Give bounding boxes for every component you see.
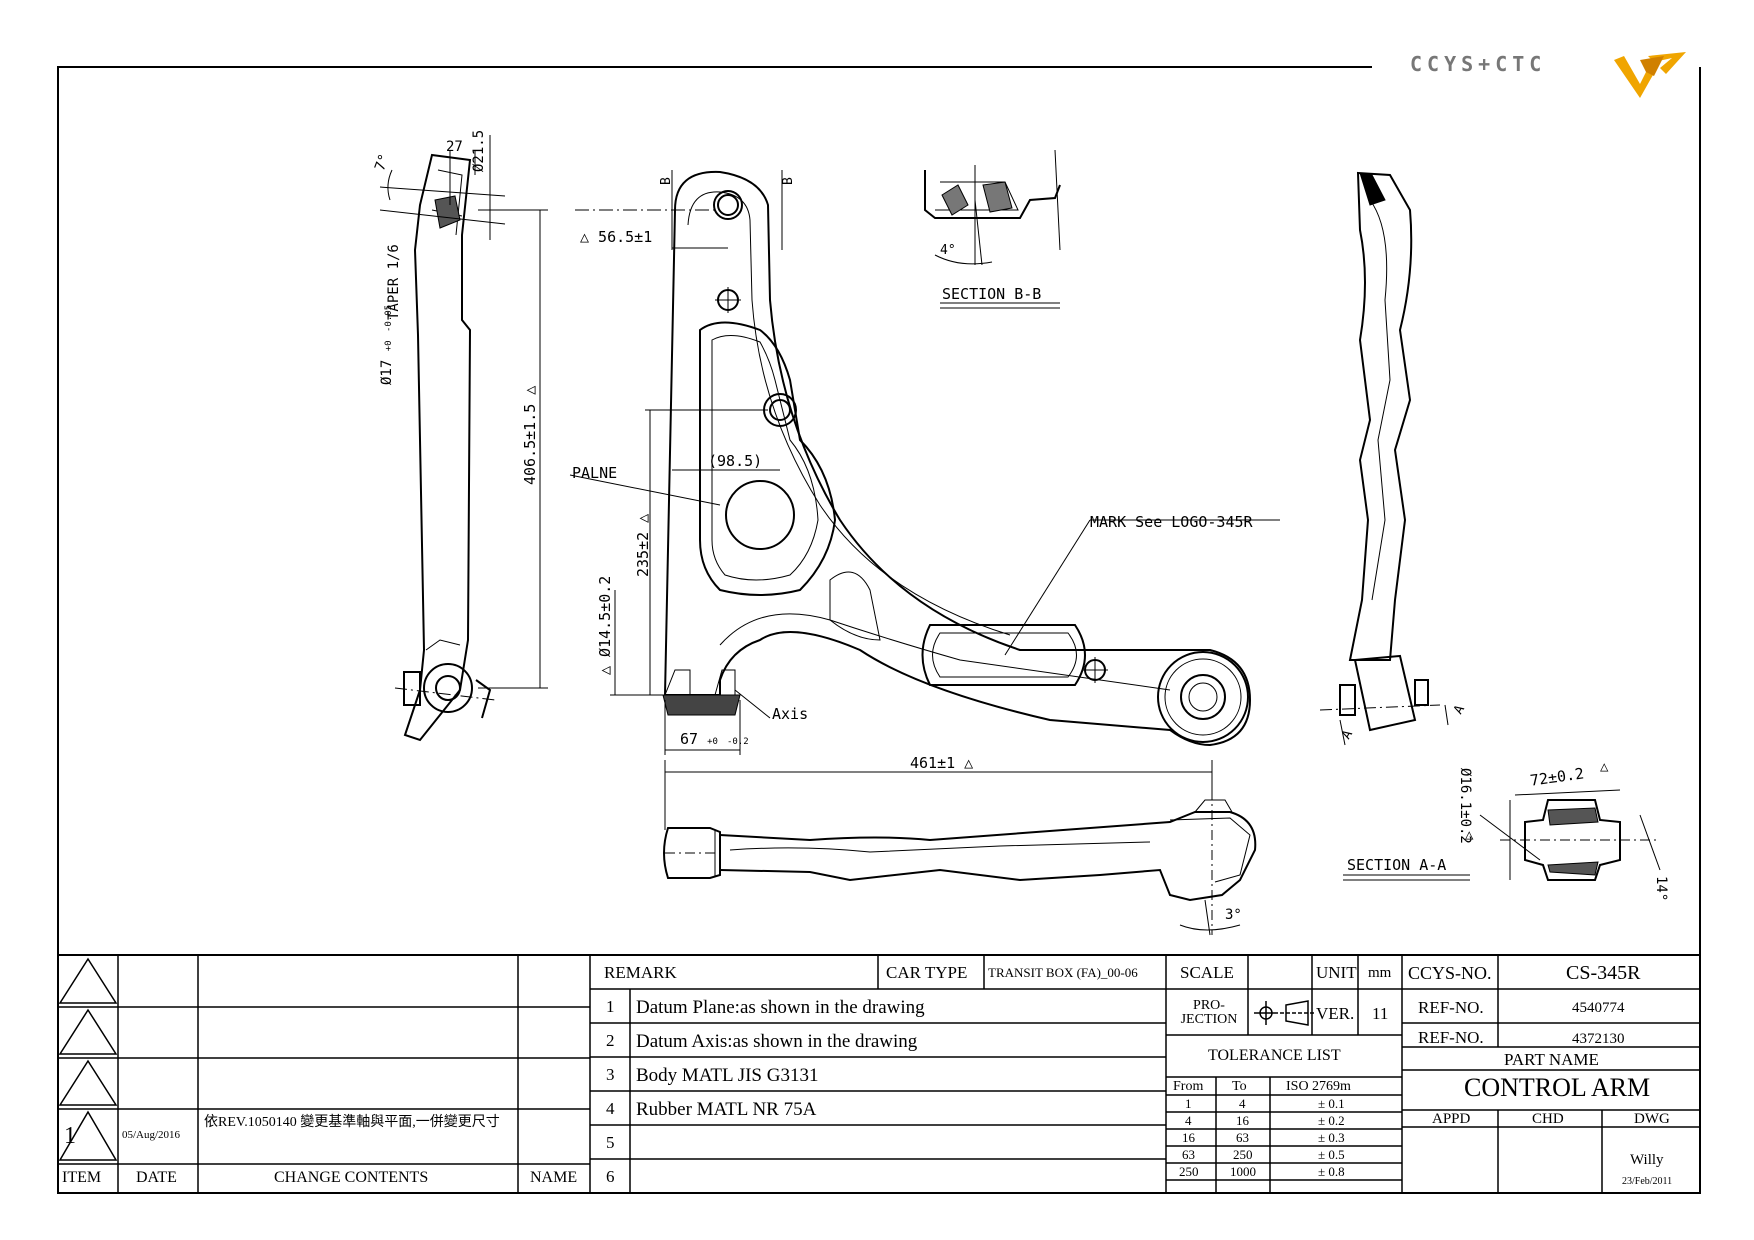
tol-5-value: ± 0.8	[1318, 1164, 1345, 1179]
dim-67-value: 67	[680, 730, 699, 748]
header-name: NAME	[530, 1169, 578, 1186]
remark-3-text: Body MATL JIS G3131	[636, 1065, 819, 1086]
tol-4-to: 250	[1233, 1147, 1253, 1162]
dim-72-tri: △	[1600, 759, 1609, 775]
remark-3-num: 3	[606, 1065, 615, 1084]
tol-3-to: 63	[1236, 1130, 1249, 1145]
section-bb-view	[924, 149, 1061, 309]
title-block: 1 05/Aug/2016 依REV.1050140 變更基準軸與平面,一併變更…	[58, 955, 1700, 1193]
section-mark-b1: B	[659, 177, 674, 185]
dwg-label: DWG	[1634, 1111, 1670, 1127]
dim-27: 27	[446, 139, 463, 155]
title-block-grid	[58, 955, 1700, 1193]
drawn-date: 23/Feb/2011	[1622, 1176, 1673, 1187]
section-aa-label: SECTION A-A	[1347, 856, 1447, 874]
ver-value: 11	[1372, 1004, 1389, 1023]
remark-2-num: 2	[606, 1031, 615, 1050]
dim-4deg: 4°	[940, 243, 956, 258]
dim-67-tol-up: +0	[707, 737, 718, 747]
ref-no-2-label: REF-NO.	[1418, 1028, 1484, 1047]
dim-98-5: (98.5)	[708, 452, 763, 470]
dim-67: 67 +0 -0.2	[680, 732, 749, 747]
company-logo-text: CCYS+CTC	[1410, 52, 1547, 76]
section-mark-b2: B	[781, 177, 796, 185]
drawer-name: Willy	[1630, 1152, 1664, 1168]
tol-4-value: ± 0.5	[1318, 1147, 1345, 1162]
dim-235: 235±2 △	[634, 513, 652, 577]
ref-no-2-value: 4372130	[1572, 1031, 1625, 1047]
tol-2-to: 16	[1236, 1113, 1249, 1128]
mark-logo-label: MARK See LOGO-345R	[1090, 513, 1253, 531]
part-name-value: CONTROL ARM	[1464, 1073, 1651, 1102]
scale-label: SCALE	[1180, 963, 1234, 982]
palne-label: PALNE	[572, 464, 618, 482]
dim-d17-value: Ø17	[379, 359, 395, 385]
remark-4-text: Rubber MATL NR 75A	[636, 1099, 817, 1120]
tol-1-value: ± 0.1	[1318, 1096, 1345, 1111]
dim-d17-tol-dn: -0.05	[384, 304, 394, 332]
dim-461: 461±1 △	[910, 754, 974, 772]
company-logo-icon	[1614, 52, 1686, 98]
remark-1-text: Datum Plane:as shown in the drawing	[636, 997, 925, 1018]
header-date: DATE	[136, 1169, 177, 1186]
remark-2-text: Datum Axis:as shown in the drawing	[636, 1031, 918, 1052]
dim-406-5: 406.5±1.5 △	[521, 385, 539, 485]
tol-3-value: ± 0.3	[1318, 1130, 1345, 1145]
front-view	[569, 170, 1280, 755]
dim-3deg: 3°	[1225, 907, 1242, 923]
section-aa-view	[1343, 789, 1661, 881]
tol-2-value: ± 0.2	[1318, 1113, 1345, 1128]
remark-label: REMARK	[604, 963, 677, 982]
part-name-label: PART NAME	[1504, 1050, 1599, 1069]
tolerance-title: TOLERANCE LIST	[1208, 1047, 1341, 1064]
tol-5-to: 1000	[1230, 1164, 1256, 1179]
dim-d17: Ø17 +0 -0.05	[379, 304, 395, 385]
header-item: ITEM	[62, 1169, 102, 1186]
header-change-contents: CHANGE CONTENTS	[274, 1169, 429, 1186]
unit-value: mm	[1368, 965, 1392, 981]
tol-5-from: 250	[1179, 1164, 1199, 1179]
tol-4-from: 63	[1182, 1147, 1195, 1162]
ccys-no-value: CS-345R	[1566, 962, 1641, 984]
revision-row-date: 05/Aug/2016	[122, 1129, 181, 1141]
tol-1-from: 1	[1185, 1096, 1192, 1111]
dim-14deg: 14°	[1653, 876, 1669, 902]
chd-label: CHD	[1532, 1111, 1564, 1127]
tol-3-from: 16	[1182, 1130, 1195, 1145]
remark-5-num: 5	[606, 1133, 615, 1152]
ref-no-1-label: REF-NO.	[1418, 998, 1484, 1017]
tol-1-to: 4	[1239, 1096, 1246, 1111]
left-side-view	[379, 135, 548, 742]
dim-d21-5: Ø21.5	[471, 129, 487, 172]
tol-header-from: From	[1173, 1079, 1204, 1094]
car-type-value: TRANSIT BOX (FA)_00-06	[988, 965, 1138, 980]
tol-header-iso: ISO 2769m	[1286, 1079, 1351, 1094]
tol-header-to: To	[1232, 1079, 1247, 1094]
dim-56-5: △ 56.5±1	[580, 228, 653, 246]
dim-d16-1-tri: △	[1465, 827, 1474, 843]
ccys-no-label: CCYS-NO.	[1408, 963, 1492, 983]
revision-row-change: 依REV.1050140 變更基準軸與平面,一併變更尺寸	[204, 1115, 500, 1130]
right-side-view	[1319, 171, 1449, 746]
appd-label: APPD	[1432, 1111, 1471, 1127]
axis-label: Axis	[772, 705, 809, 723]
revision-row-item: 1	[64, 1123, 76, 1149]
unit-label: UNIT	[1316, 963, 1357, 982]
projection-label: PRO-JECTION	[1180, 998, 1238, 1027]
top-view	[663, 760, 1257, 936]
dim-d17-tol-up: +0	[384, 340, 394, 352]
car-type-label: CAR TYPE	[886, 963, 968, 982]
remark-6-num: 6	[606, 1167, 615, 1186]
dim-67-tol-dn: -0.2	[726, 737, 749, 747]
remark-4-num: 4	[606, 1099, 615, 1118]
ver-label: VER.	[1316, 1004, 1355, 1023]
tol-2-from: 4	[1185, 1113, 1192, 1128]
section-bb-label: SECTION B-B	[942, 285, 1042, 303]
dim-d14-5: △ Ø14.5±0.2	[596, 575, 614, 675]
remark-1-num: 1	[606, 997, 615, 1016]
ref-no-1-value: 4540774	[1572, 1000, 1625, 1016]
